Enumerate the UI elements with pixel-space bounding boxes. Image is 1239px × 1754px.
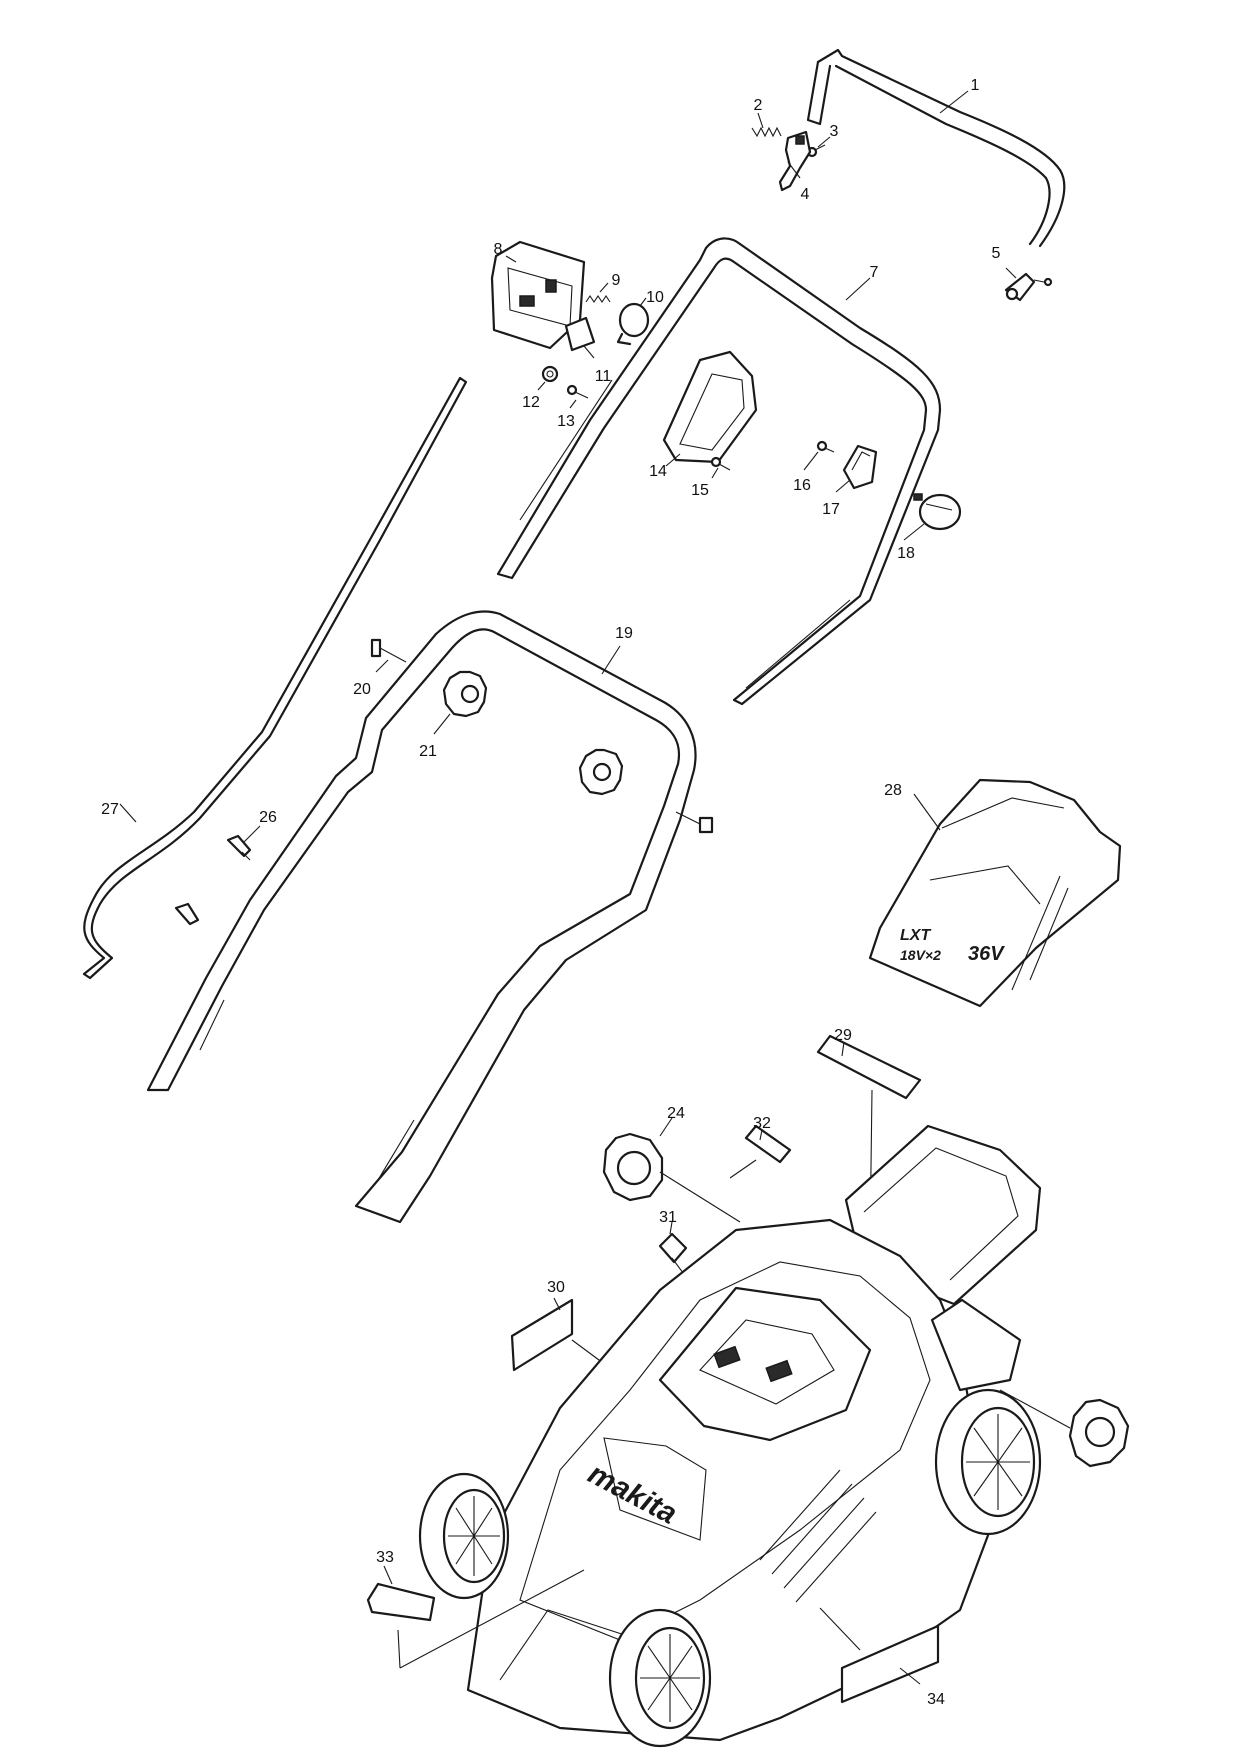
part-5-lever-bracket: [1004, 272, 1053, 302]
part-1-switch-lever: [806, 48, 1066, 248]
part-34-label: [819, 1607, 940, 1704]
part-24-wheel-cap: [602, 1132, 741, 1223]
part-13-screw: [566, 384, 589, 399]
part-8-switch-box: [490, 240, 586, 350]
callout-13: 13: [557, 413, 575, 430]
callout-20: 20: [353, 681, 371, 698]
wheel-rear-right: [934, 1388, 1042, 1536]
part-10-knob: [616, 302, 650, 346]
callout-18: 18: [897, 545, 915, 562]
callout-19: 19: [615, 625, 633, 642]
callout-32: 32: [753, 1115, 771, 1132]
part-15-screw: [710, 456, 731, 471]
part-28-battery-cover: LXT 18V×2 36V: [868, 778, 1122, 1008]
callout-29: 29: [834, 1027, 852, 1044]
part-18-knob: [913, 493, 962, 531]
part-11-clip: [564, 316, 596, 352]
callout-30: 30: [547, 1279, 565, 1296]
wheel-cap-right: [999, 1389, 1130, 1468]
handle-bolt: [675, 811, 714, 834]
callout-8: 8: [494, 241, 503, 258]
part-7-upper-handle: [496, 237, 942, 706]
callout-24: 24: [667, 1105, 685, 1122]
callout-28: 28: [884, 782, 902, 799]
callout-3: 3: [830, 123, 839, 140]
part-32-label: [729, 1124, 792, 1179]
callout-15: 15: [691, 482, 709, 499]
wheel-front-left: [418, 1472, 510, 1600]
mower-deck-body: makita: [466, 1124, 1042, 1742]
callout-31: 31: [659, 1209, 677, 1226]
cover-series-text: LXT: [900, 927, 931, 944]
part-26-thumb-screw: [226, 834, 252, 861]
callout-11: 11: [595, 368, 612, 385]
part-16-screw: [816, 440, 835, 453]
callout-33: 33: [376, 1549, 394, 1566]
callout-26: 26: [259, 809, 277, 826]
callout-21: 21: [419, 743, 437, 760]
callout-16: 16: [793, 477, 811, 494]
callout-labels: 1 2 3 4 5 7 8 9 10 11 12 13 14 15 16 17 …: [101, 77, 1000, 1708]
part-17-clamp: [842, 444, 878, 490]
cover-mark-text: 18V×2: [900, 947, 941, 963]
handle-knob-secondary: [578, 748, 624, 796]
callout-9: 9: [612, 272, 621, 289]
part-20-bolt: [370, 638, 407, 663]
part-14-bracket: [662, 350, 758, 464]
callout-10: 10: [646, 289, 664, 306]
callout-4: 4: [801, 186, 810, 203]
callout-1: 1: [971, 77, 980, 94]
part-9-spring: [585, 295, 611, 303]
callout-7: 7: [870, 264, 879, 281]
part-19-lower-handle: [146, 610, 697, 1224]
callout-5: 5: [992, 245, 1001, 262]
callout-14: 14: [649, 463, 667, 480]
wheel-front-right: [608, 1608, 712, 1748]
callout-17: 17: [822, 501, 840, 518]
callout-27: 27: [101, 801, 119, 818]
part-21-handle-knob: [442, 670, 488, 718]
callout-34: 34: [927, 1691, 945, 1708]
callout-12: 12: [522, 394, 540, 411]
part-4-switch-trigger: [778, 130, 812, 192]
thumb-screw-secondary: [174, 902, 200, 926]
part-12-nut: [541, 365, 559, 383]
part-27-cable: [82, 376, 468, 980]
cover-voltage-text: 36V: [968, 943, 1005, 965]
callout-2: 2: [754, 97, 763, 114]
part-33-label: [366, 1569, 585, 1669]
part-2-spring: [751, 126, 782, 138]
